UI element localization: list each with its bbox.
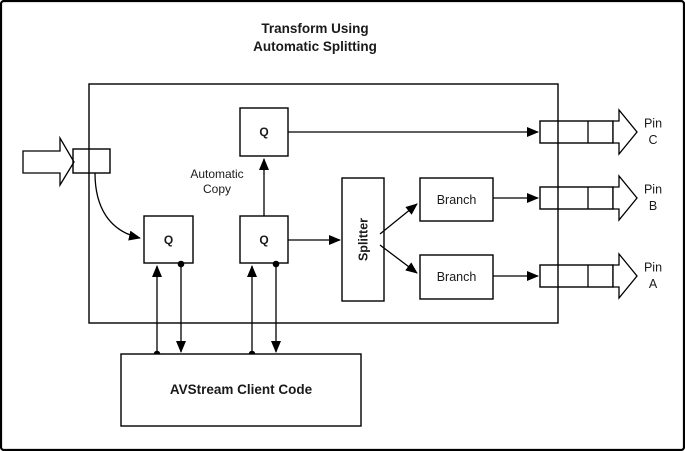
avstream-client-code-rect xyxy=(120,353,362,427)
pin-a-label-word: Pin xyxy=(644,261,662,275)
pin-a-output: Pin A xyxy=(539,252,662,300)
automatic-copy-label-line1: Automatic xyxy=(190,167,243,181)
input-to-queue-curve-arrow xyxy=(94,172,141,241)
pin-b-label-letter: B xyxy=(649,199,657,213)
pin-a-label-letter: A xyxy=(649,277,658,291)
branch-label: Branch xyxy=(437,193,477,207)
avstream-client-code-label: AVStream Client Code xyxy=(170,382,313,397)
connector-dot xyxy=(177,260,185,268)
queue-label: Q xyxy=(164,233,173,247)
input-pin-box xyxy=(72,148,111,174)
splitter-to-branch-lower-arrow xyxy=(379,244,418,274)
automatic-copy-label-line2: Copy xyxy=(203,182,231,196)
queue-box-upper-rect xyxy=(239,107,289,157)
pin-b-label-word: Pin xyxy=(644,183,662,197)
branch-label: Branch xyxy=(437,270,477,284)
queue-label: Q xyxy=(259,125,268,139)
pin-c-label-letter: C xyxy=(648,133,657,147)
filter-boundary-box xyxy=(88,83,559,324)
diagram-title-line2: Automatic Splitting xyxy=(253,39,377,54)
pin-a-output-arrow xyxy=(612,252,638,300)
branch-box-lower: Branch xyxy=(419,254,494,300)
queue-label: Q xyxy=(259,233,268,247)
splitter-label: Splitter xyxy=(357,218,371,261)
queue-box-left: Q xyxy=(143,215,194,264)
branch-box-lower-rect xyxy=(419,254,494,300)
queue-box-left-rect xyxy=(143,215,194,264)
input-stream-arrow xyxy=(22,135,75,188)
pin-b-output: Pin B xyxy=(539,174,662,222)
branch-box-upper-rect xyxy=(419,177,494,222)
pin-b-output-arrow xyxy=(612,174,638,222)
diagram-title-line1: Transform Using xyxy=(261,21,368,36)
branch-box-upper: Branch xyxy=(419,177,494,222)
splitter-box-rect xyxy=(341,177,385,302)
queue-box-middle: Q xyxy=(239,215,289,264)
avstream-client-code-box: AVStream Client Code xyxy=(120,353,362,427)
connector-dot xyxy=(272,260,280,268)
splitter-to-branch-upper-arrow xyxy=(379,203,418,235)
pin-c-output: Pin C xyxy=(539,108,662,156)
queue-box-upper: Q xyxy=(239,107,289,157)
splitter-box: Splitter xyxy=(341,177,385,302)
pin-c-output-arrow xyxy=(612,108,638,156)
pin-c-label-word: Pin xyxy=(644,117,662,131)
